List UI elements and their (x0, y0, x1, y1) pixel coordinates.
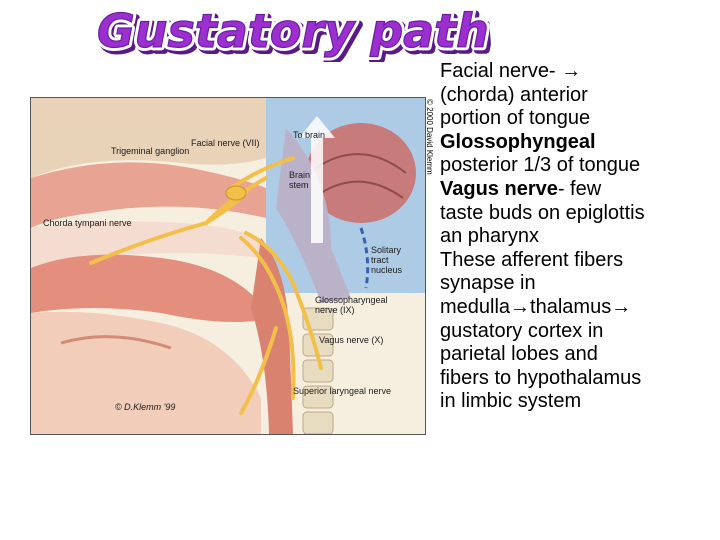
solitary-tract (359, 227, 370, 289)
label-to-brain: To brain (293, 130, 325, 140)
tongue (31, 254, 271, 322)
description-line-text: portion of tongue (440, 107, 591, 130)
label-vagus: Vagus nerve (X) (319, 335, 383, 345)
label-trigeminal: Trigeminal ganglion (111, 146, 189, 156)
description-line: an pharynx (440, 225, 716, 249)
ganglion-icon (225, 185, 247, 201)
description-line: gustatory cortex in (440, 320, 716, 344)
description-line-text: fibers to hypothalamus (440, 366, 642, 389)
cerebellum (306, 123, 416, 223)
description-line-text: synapse in (440, 272, 536, 295)
label-solitary-3: nucleus (371, 265, 403, 275)
description-line-text: medulla→thalamus→ (440, 295, 632, 318)
page-title: Gustatory pathway Gustatory pathway Gust… (94, 4, 493, 62)
label-brain-stem-2: stem (289, 180, 309, 190)
label-sup-laryngeal: Superior laryngeal nerve (293, 386, 391, 396)
description-line: taste buds on epiglottis (440, 202, 716, 226)
description-line-text: Facial nerve- → (440, 60, 582, 82)
description-line-text: (chorda) anterior (440, 83, 588, 106)
to-brain-arrow (299, 116, 335, 243)
description-line: medulla→thalamus→ (440, 296, 716, 320)
title-shadow: Gustatory pathway (100, 7, 492, 61)
nasal-cavity (31, 162, 266, 228)
label-glosso-1: Glossopharyngeal (315, 295, 388, 305)
label-solitary-2: tract (371, 255, 389, 265)
description-line: parietal lobes and (440, 343, 716, 367)
description-line: in limbic system (440, 390, 716, 414)
description-line: synapse in (440, 272, 716, 296)
description-line: Vagus nerve- few (440, 178, 716, 202)
title-text: Gustatory pathway (97, 4, 492, 58)
description-line: Glossophyngeal (440, 131, 716, 155)
copyright-text: © 2000 David Klemm (425, 99, 434, 175)
description-line: posterior 1/3 of tongue (440, 154, 716, 178)
copyright-notice: © 2000 David Klemm (425, 99, 434, 175)
label-solitary-1: Solitary (371, 245, 402, 255)
description-line-text: in limbic system (440, 390, 582, 413)
description-line-text: posterior 1/3 of tongue (440, 154, 641, 177)
vertebrae (302, 307, 334, 434)
description-line: (chorda) anterior (440, 84, 716, 108)
title-outline: Gustatory pathway (97, 4, 492, 58)
description-line-text: taste buds on epiglottis (440, 201, 645, 224)
label-glosso-2: nerve (IX) (315, 305, 355, 315)
description-line: portion of tongue (440, 107, 716, 131)
label-chorda: Chorda tympani nerve (43, 218, 132, 228)
description-line-text: an pharynx (440, 225, 539, 248)
description-line: These afferent fibers (440, 249, 716, 273)
description-line-text: Glossophyngeal (440, 130, 596, 153)
description-line-text: parietal lobes and (440, 343, 598, 366)
description-line-text: gustatory cortex in (440, 319, 604, 342)
figure-signature: © D.Klemm '99 (115, 402, 175, 412)
description-line-suffix: - few (557, 177, 602, 200)
label-facial-nerve: Facial nerve (VII) (191, 138, 260, 148)
gustatory-anatomy-figure: Facial nerve (VII) To brain Trigeminal g… (30, 97, 426, 435)
description-line-text: These afferent fibers (440, 248, 624, 271)
label-brain-stem-1: Brain (289, 170, 310, 180)
description-line-text: Vagus nerve (440, 177, 558, 200)
description-line: fibers to hypothalamus (440, 367, 716, 391)
description-line: Facial nerve- → (440, 60, 716, 84)
